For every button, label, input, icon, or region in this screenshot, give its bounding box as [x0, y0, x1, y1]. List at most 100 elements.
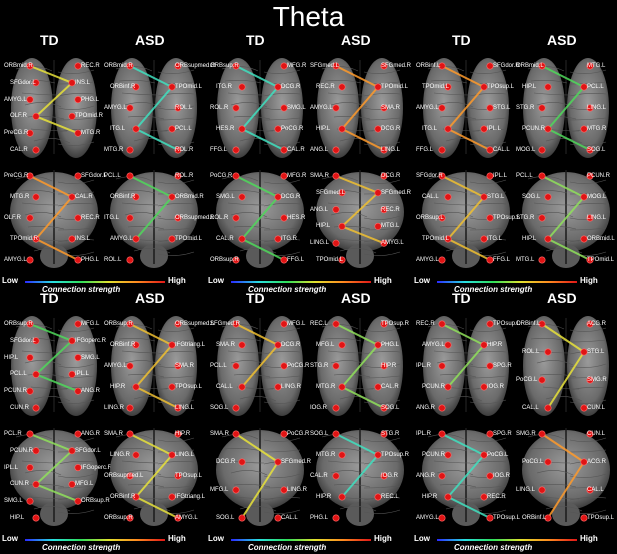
region-node	[538, 146, 546, 154]
region-node	[238, 83, 246, 91]
region-label: DCG.R	[281, 342, 301, 348]
region-node	[374, 451, 382, 459]
asd-brain-coronal-view	[110, 170, 198, 268]
region-label: SOG.L	[210, 405, 229, 411]
region-label: PoCG.R	[210, 173, 233, 179]
region-node	[438, 514, 446, 522]
region-label: SFGdor.R	[416, 173, 443, 179]
region-label: TPOsup.L	[493, 215, 521, 221]
colorbar-low-label: Low	[208, 534, 224, 543]
region-label: REC.R	[81, 63, 100, 69]
region-node	[580, 458, 588, 466]
region-node	[544, 125, 552, 133]
region-node	[486, 104, 494, 112]
left-hemisphere	[11, 316, 53, 416]
region-label: ITG.L	[487, 236, 503, 242]
region-label: INS.L	[75, 79, 91, 86]
region-node	[586, 62, 594, 70]
region-label: LING.L	[175, 405, 195, 411]
connection-line	[135, 454, 173, 498]
region-label: SOG.L	[216, 515, 235, 521]
connection-line	[447, 496, 491, 519]
region-node	[26, 256, 34, 264]
region-label: SFGdor.L	[75, 447, 101, 454]
connection-line	[129, 323, 173, 346]
connection-line	[29, 433, 73, 452]
region-label: MTG.R	[81, 130, 101, 137]
connection-line	[341, 386, 385, 409]
region-label: MOG.L	[587, 194, 607, 200]
region-node	[538, 320, 546, 328]
region-node	[32, 404, 40, 412]
figure-title: Theta	[272, 1, 345, 32]
region-node	[480, 493, 488, 501]
region-node	[580, 193, 588, 201]
asd-heading: ASD	[547, 32, 577, 48]
region-label: SOG.L	[310, 431, 329, 437]
region-label: TPOsup.L	[493, 515, 521, 521]
region-label: PCL.L	[516, 173, 533, 179]
region-node	[544, 193, 552, 201]
region-label: IOG.R	[381, 473, 399, 479]
td-brain-axial-view	[217, 316, 303, 416]
region-node	[380, 362, 388, 370]
region-node	[586, 146, 594, 154]
colorbar-gradient	[25, 539, 165, 541]
connection-line	[447, 196, 485, 240]
connection-line	[35, 115, 79, 135]
region-node	[280, 214, 288, 222]
region-node	[168, 451, 176, 459]
asd-brain-axial-view	[523, 316, 609, 416]
region-node	[126, 430, 134, 438]
region-node	[74, 354, 82, 362]
region-node	[238, 235, 246, 243]
region-label: CAL.R	[75, 194, 93, 200]
region-label: ORBinf.L	[522, 515, 547, 521]
region-label: LING.R	[281, 384, 302, 390]
region-label: FFG.L	[493, 257, 511, 263]
connection-line	[541, 433, 585, 463]
connection-line	[35, 340, 73, 376]
region-node	[126, 172, 134, 180]
region-node	[26, 464, 34, 472]
region-label: ANG.R	[81, 431, 101, 437]
asd-brain-axial-view	[111, 316, 197, 416]
region-label: CAL.L	[522, 405, 539, 411]
region-node	[26, 354, 34, 362]
region-node	[74, 256, 82, 264]
region-label: DCG.R	[381, 126, 401, 132]
region-node	[438, 404, 446, 412]
region-node	[26, 96, 34, 104]
region-node	[132, 235, 140, 243]
region-label: HIP.L	[316, 126, 331, 132]
region-node	[280, 362, 288, 370]
region-label: ANG.R	[416, 405, 436, 411]
region-node	[126, 62, 134, 70]
region-label: MFG.L	[81, 321, 100, 327]
region-label: PHG.L	[81, 96, 100, 103]
region-node	[380, 62, 388, 70]
region-label: TPOmid.L	[175, 84, 203, 90]
region-label: SFGmed.R	[281, 459, 312, 465]
region-node	[126, 256, 134, 264]
asd-heading: ASD	[341, 290, 371, 306]
region-node	[68, 370, 76, 378]
region-node	[338, 256, 346, 264]
region-label: ROL.R	[175, 173, 194, 179]
region-node	[444, 193, 452, 201]
region-label: DCG.R	[281, 194, 301, 200]
connection-line	[547, 128, 591, 151]
region-label: ORBsup.R	[81, 498, 110, 505]
td-heading: TD	[40, 32, 59, 48]
region-label: FFG.L	[416, 147, 434, 153]
region-label: PoCG.L	[516, 377, 538, 383]
region-label: CAL.R	[10, 147, 28, 153]
region-node	[238, 514, 246, 522]
region-label: FFG.L	[287, 257, 305, 263]
region-node	[444, 341, 452, 349]
connection-line	[547, 238, 591, 261]
region-node	[544, 514, 552, 522]
